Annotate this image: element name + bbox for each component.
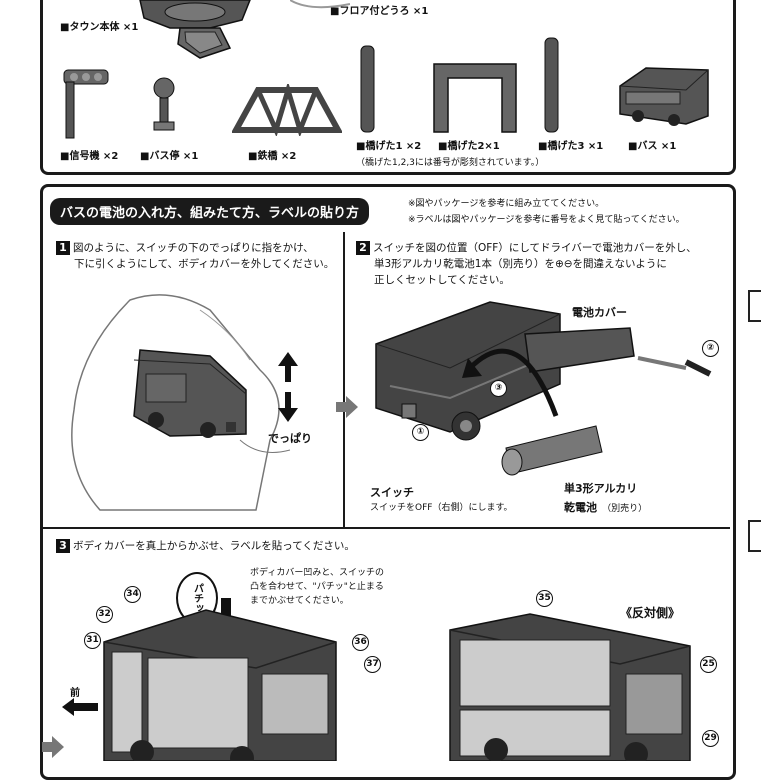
battery-label-line3: （別売り） bbox=[602, 504, 648, 514]
callout-3: ③ bbox=[490, 380, 507, 397]
bus-label-rear-illustration bbox=[449, 613, 691, 761]
callout-2: ② bbox=[702, 340, 719, 357]
step2-number: 2 bbox=[356, 241, 370, 255]
next-step-arrow-icon bbox=[336, 396, 358, 418]
continue-arrow-icon bbox=[42, 736, 64, 758]
town-body-label: タウン本体 ×1 bbox=[60, 18, 138, 33]
battery-label-line2-row: 乾電池 （別売り） bbox=[564, 496, 647, 515]
iron-bridge-illustration bbox=[232, 84, 342, 136]
label-callout-36: 36 bbox=[352, 634, 369, 651]
bus-illustration bbox=[619, 67, 709, 126]
step-divider-horizontal bbox=[43, 527, 730, 529]
step3-hint-line1: ボディカバー凹みと、スイッチの bbox=[250, 568, 385, 578]
callout-1: ① bbox=[412, 424, 429, 441]
section-note-1: ※図やパッケージを参考に組み立ててください。 bbox=[408, 199, 605, 209]
label-callout-29: 29 bbox=[702, 730, 719, 747]
tab-label: でっぱり bbox=[268, 432, 312, 445]
pachi-text: パチッ bbox=[191, 583, 203, 613]
opposite-side-label: 《反対側》 bbox=[620, 606, 681, 620]
girder3-illustration bbox=[544, 37, 559, 133]
label-callout-35: 35 bbox=[536, 590, 553, 607]
switch-note: スイッチをOFF（右側）にします。 bbox=[370, 503, 513, 513]
bus-stop-illustration bbox=[153, 77, 175, 131]
label-callout-25: 25 bbox=[700, 656, 717, 673]
floor-road-label: フロア付どうろ ×1 bbox=[330, 2, 428, 17]
battery-label-line2: 乾電池 bbox=[564, 501, 597, 514]
town-body-illustration bbox=[139, 0, 251, 59]
battery-label-line1: 単3形アルカリ bbox=[564, 482, 638, 495]
step1-line1: 図のように、スイッチの下のでっぱりに指をかけ、 bbox=[73, 242, 314, 254]
girder3-label: 橋げた3 ×1 bbox=[538, 137, 603, 152]
bus-stop-label: バス停 ×1 bbox=[140, 147, 198, 162]
label-callout-34: 34 bbox=[124, 586, 141, 603]
up-down-arrow-icon bbox=[278, 352, 298, 422]
section-note-2: ※ラベルは図やパッケージを参考に番号をよく見て貼ってください。 bbox=[408, 215, 685, 225]
signal-illustration bbox=[63, 69, 109, 139]
front-arrow-icon bbox=[62, 698, 98, 716]
battery-cover-label: 電池カバー bbox=[572, 306, 627, 319]
signal-label: 信号機 ×2 bbox=[60, 147, 118, 162]
step2-line3: 正しくセットしてください。 bbox=[374, 274, 510, 286]
battery-installation-illustration bbox=[375, 301, 712, 476]
step-divider-vertical bbox=[343, 232, 345, 528]
hand-removing-cover-illustration bbox=[71, 294, 291, 511]
step1-line2: 下に引くようにして、ボディカバーを外してください。 bbox=[74, 258, 335, 270]
step2-line1: スイッチを図の位置（OFF）にしてドライバーで電池カバーを外し、 bbox=[373, 242, 697, 254]
step3-hint-line2: 凸を合わせて、"パチッ"と止まる bbox=[250, 582, 384, 592]
step3-hint-line3: までかぶせてください。 bbox=[250, 596, 349, 606]
step3-hint: ボディカバー凹みと、スイッチの 凸を合わせて、"パチッ"と止まる までかぶせてく… bbox=[250, 566, 384, 608]
girder2-label: 橋げた2×1 bbox=[438, 137, 499, 152]
label-callout-31: 31 bbox=[84, 632, 101, 649]
girder1-label: 橋げた1 ×2 bbox=[356, 137, 421, 152]
label-callout-37: 37 bbox=[364, 656, 381, 673]
girder2-illustration bbox=[433, 63, 517, 133]
section-title: バスの電池の入れ方、組みたて方、ラベルの貼り方 bbox=[50, 198, 370, 225]
edge-fragment bbox=[748, 520, 761, 552]
girder-note: （橋げた1,2,3には番号が彫刻されています。） bbox=[356, 158, 545, 168]
girder1-illustration bbox=[360, 45, 375, 133]
label-callout-32: 32 bbox=[96, 606, 113, 623]
switch-title: スイッチ bbox=[370, 486, 414, 499]
bus-label-front-illustration bbox=[103, 609, 337, 761]
bus-label: バス ×1 bbox=[628, 137, 676, 152]
step2-line2: 単3形アルカリ乾電池1本（別売り）を⊕⊖を間違えないように bbox=[374, 258, 667, 270]
step3-number: 3 bbox=[56, 539, 70, 553]
step3-line1: ボディカバーを真上からかぶせ、ラベルを貼ってください。 bbox=[73, 540, 355, 552]
edge-fragment bbox=[748, 290, 761, 322]
front-label: 前 bbox=[70, 688, 80, 699]
iron-bridge-label: 鉄橋 ×2 bbox=[248, 147, 296, 162]
step1-number: 1 bbox=[56, 241, 70, 255]
